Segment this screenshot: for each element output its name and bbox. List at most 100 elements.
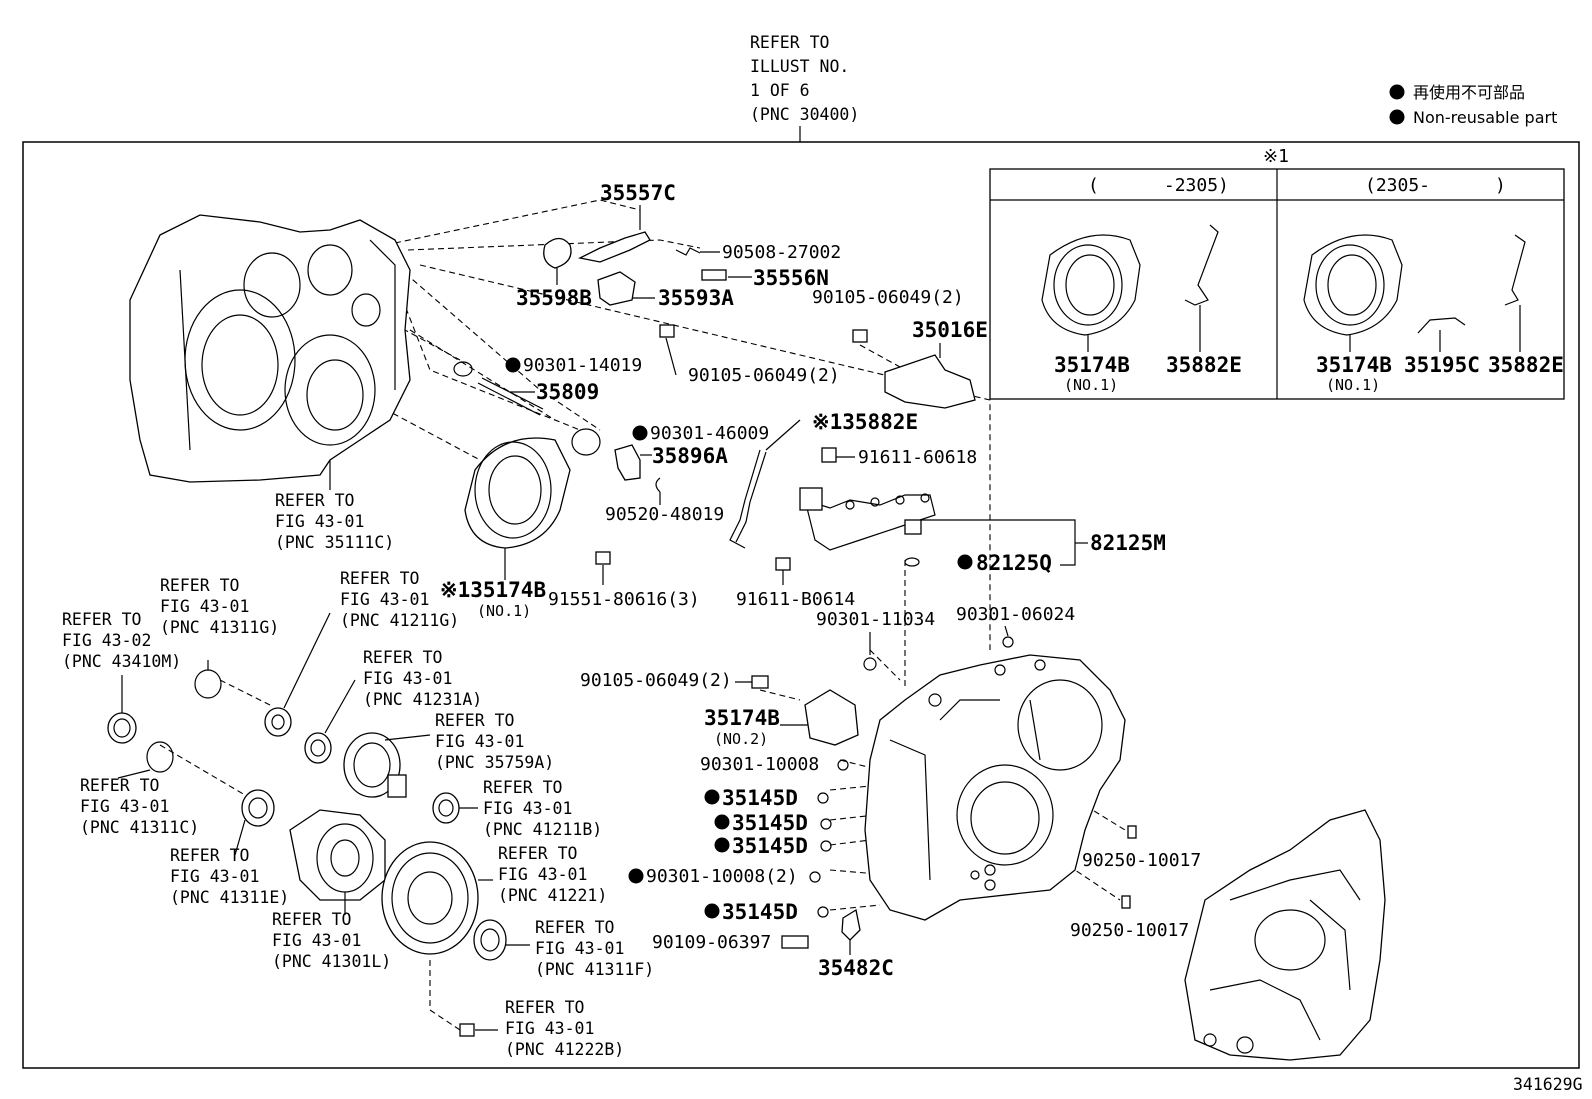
non-reusable-dot-icon <box>704 903 720 919</box>
part-90508-27002[interactable]: 90508-27002 <box>722 242 841 263</box>
ref-35111c[interactable]: REFER TO FIG 43-01 (PNC 35111C) <box>275 491 394 552</box>
part-90301-06024[interactable]: 90301-06024 <box>956 604 1075 625</box>
seal-35145d-1-drawing <box>817 792 829 804</box>
part-35145d-4[interactable]: 35145D <box>722 900 798 924</box>
plate-35016e-drawing <box>884 343 976 409</box>
bracket-35557c-drawing <box>578 205 651 263</box>
svg-text:(PNC 41231A): (PNC 41231A) <box>363 690 482 709</box>
part-35016e[interactable]: 35016E <box>912 318 988 342</box>
non-reusable-dot-icon <box>704 789 720 805</box>
non-reusable-dot-icon <box>714 837 730 853</box>
header-ref-line-2: ILLUST NO. <box>750 57 849 76</box>
part-35145d-2[interactable]: 35145D <box>732 811 808 835</box>
part-35174b-main[interactable]: ※135174B <box>440 578 546 602</box>
ring-gear-41221-drawing <box>381 841 493 955</box>
ref-43410m[interactable]: REFER TO FIG 43-02 (PNC 43410M) <box>62 610 181 671</box>
variant-box: ※1 ( -2305) (2305- ) 35174B (NO.1) 35882… <box>989 146 1565 400</box>
svg-text:REFER TO: REFER TO <box>498 844 577 863</box>
ref-41222b[interactable]: REFER TO FIG 43-01 (PNC 41222B) <box>505 998 624 1059</box>
svg-text:(PNC 41311E): (PNC 41311E) <box>170 888 289 907</box>
svg-text:FIG 43-02: FIG 43-02 <box>62 631 151 650</box>
variant-right-header: (2305- ) <box>1365 175 1506 196</box>
variant-left-part-1-sub: (NO.1) <box>1064 376 1118 394</box>
variant-left-cover-drawing <box>1041 234 1141 352</box>
variant-right-cover-drawing <box>1303 234 1403 352</box>
variant-left-header: ( -2305) <box>1088 175 1229 196</box>
variant-right-part-1[interactable]: 35174B <box>1316 353 1392 377</box>
svg-text:(PNC 41211G): (PNC 41211G) <box>340 611 459 630</box>
non-reusable-dot-icon <box>1389 84 1405 100</box>
transaxle-housing-drawing <box>129 214 411 490</box>
svg-text:REFER TO: REFER TO <box>363 648 442 667</box>
svg-text:(PNC 41301L): (PNC 41301L) <box>272 952 391 971</box>
ref-41211g[interactable]: REFER TO FIG 43-01 (PNC 41211G) <box>340 569 459 630</box>
part-91551-80616[interactable]: 91551-80616(3) <box>548 589 700 610</box>
ref-35759a[interactable]: REFER TO FIG 43-01 (PNC 35759A) <box>435 711 554 772</box>
ref-41211b[interactable]: REFER TO FIG 43-01 (PNC 41211B) <box>483 778 602 839</box>
part-35809[interactable]: 35809 <box>536 380 599 404</box>
non-reusable-dot-icon <box>714 814 730 830</box>
oring-90301-14019-drawing <box>453 361 473 377</box>
non-reusable-dot-icon <box>1389 109 1405 125</box>
part-91611-b0614[interactable]: 91611-B0614 <box>736 589 855 610</box>
header-ref-line-4: (PNC 30400) <box>750 105 859 124</box>
bearing-41211b-drawing <box>432 792 478 824</box>
svg-text:REFER TO: REFER TO <box>272 910 351 929</box>
ref-41311e[interactable]: REFER TO FIG 43-01 (PNC 41311E) <box>170 846 289 907</box>
part-90301-46009[interactable]: 90301-46009 <box>650 423 769 444</box>
svg-text:(PNC 41211B): (PNC 41211B) <box>483 820 602 839</box>
part-35593a[interactable]: 35593A <box>658 286 734 310</box>
ref-41311c[interactable]: REFER TO FIG 43-01 (PNC 41311C) <box>80 776 199 837</box>
variant-right-bracket-drawing <box>1417 317 1466 352</box>
variant-left-part-1[interactable]: 35174B <box>1054 353 1130 377</box>
part-35145d-1[interactable]: 35145D <box>722 786 798 810</box>
ref-41301l[interactable]: REFER TO FIG 43-01 (PNC 41301L) <box>272 910 391 971</box>
part-35598b[interactable]: 35598B <box>516 286 592 310</box>
ref-41311f[interactable]: REFER TO FIG 43-01 (PNC 41311F) <box>535 918 654 979</box>
part-35557c[interactable]: 35557C <box>600 181 676 205</box>
part-35174b-no2[interactable]: 35174B <box>704 706 780 730</box>
part-90109-06397[interactable]: 90109-06397 <box>652 932 771 953</box>
ref-41221[interactable]: REFER TO FIG 43-01 (PNC 41221) <box>498 844 607 905</box>
illustration-id: 341629G <box>1513 1075 1583 1094</box>
non-reusable-dot-icon <box>505 357 521 373</box>
part-35174b-no2-sub: (NO.2) <box>714 730 768 748</box>
legend-english: Non-reusable part <box>1413 108 1557 127</box>
part-90250-10017-a[interactable]: 90250-10017 <box>1082 850 1201 871</box>
part-90105-06049-a[interactable]: 90105-06049(2) <box>688 365 840 386</box>
variant-right-part-3[interactable]: 35882E <box>1488 353 1564 377</box>
svg-text:REFER TO: REFER TO <box>160 576 239 595</box>
part-90301-10008[interactable]: 90301-10008 <box>700 754 819 775</box>
ref-41231a[interactable]: REFER TO FIG 43-01 (PNC 41231A) <box>363 648 482 709</box>
seal-41311g-drawing <box>194 660 222 699</box>
oring-90301-46009-drawing <box>571 428 601 456</box>
oring-90301-06024-drawing <box>1002 625 1014 648</box>
seal-35145d-2-drawing <box>820 818 832 830</box>
plate-35174b-no2-drawing <box>780 689 859 746</box>
variant-right-part-2[interactable]: 35195C <box>1404 353 1480 377</box>
bolt-91551-drawing <box>595 551 611 585</box>
part-35145d-3[interactable]: 35145D <box>732 834 808 858</box>
part-82125m[interactable]: 82125M <box>1090 531 1166 555</box>
part-35882e[interactable]: ※135882E <box>812 410 918 434</box>
bolt-91611-60618-drawing <box>821 447 855 463</box>
part-35556n[interactable]: 35556N <box>753 266 829 290</box>
part-90301-10008-2[interactable]: 90301-10008(2) <box>646 866 798 887</box>
part-35482c[interactable]: 35482C <box>818 956 894 980</box>
variant-left-pipe-drawing <box>1184 224 1219 352</box>
part-90520-48019[interactable]: 90520-48019 <box>605 504 724 525</box>
variant-left-part-2[interactable]: 35882E <box>1166 353 1242 377</box>
header-ref-line-3: 1 OF 6 <box>750 81 810 100</box>
bearing-41311e-drawing <box>234 789 275 856</box>
part-91611-60618[interactable]: 91611-60618 <box>858 447 977 468</box>
seal-35145d-4-drawing <box>817 906 829 918</box>
part-90301-14019[interactable]: 90301-14019 <box>523 355 642 376</box>
part-90105-06049-c[interactable]: 90105-06049(2) <box>580 670 732 691</box>
part-90105-06049-b[interactable]: 90105-06049(2) <box>812 287 964 308</box>
part-90301-11034[interactable]: 90301-11034 <box>816 609 935 630</box>
svg-text:(PNC 41221): (PNC 41221) <box>498 886 607 905</box>
part-35896a[interactable]: 35896A <box>652 444 728 468</box>
part-90250-10017-b[interactable]: 90250-10017 <box>1070 920 1189 941</box>
ref-41311g[interactable]: REFER TO FIG 43-01 (PNC 41311G) <box>160 576 279 637</box>
part-82125q[interactable]: 82125Q <box>976 551 1052 575</box>
